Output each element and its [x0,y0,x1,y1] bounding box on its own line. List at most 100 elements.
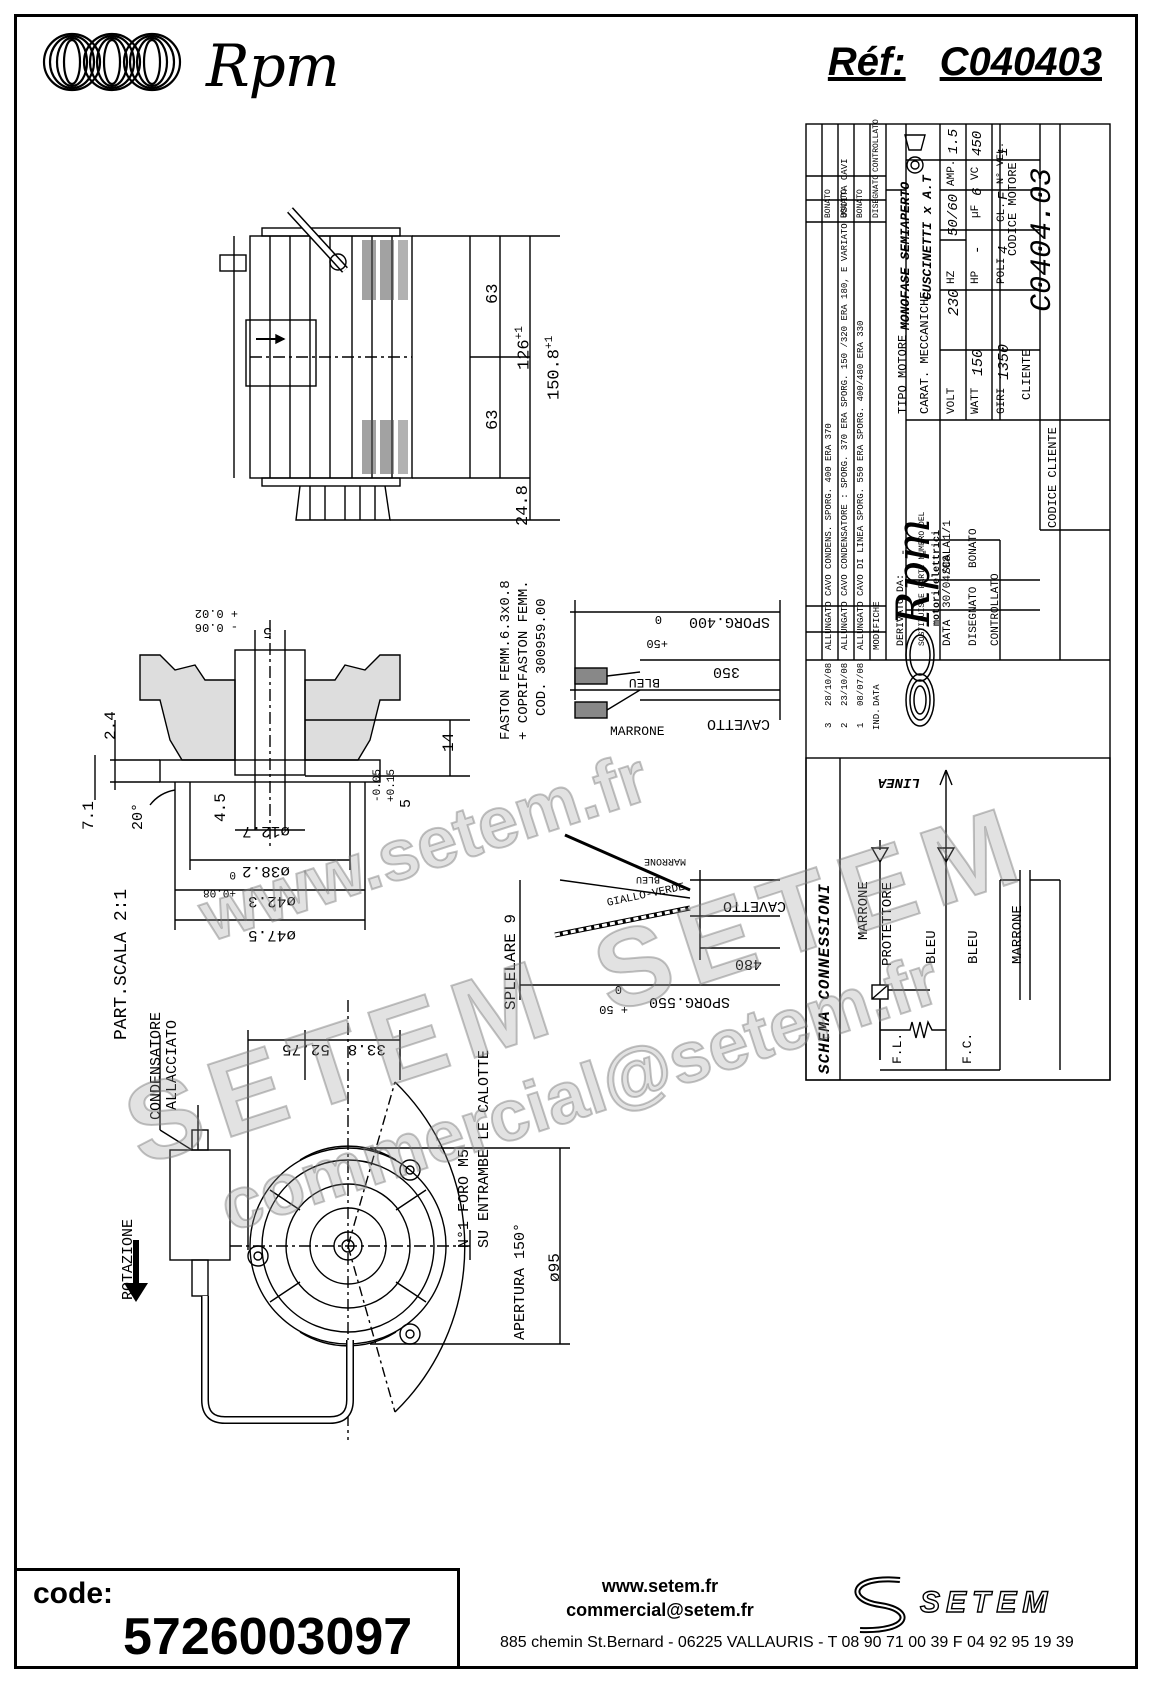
footer-contact: www.setem.fr commercial@setem.fr [560,1574,760,1622]
cable-1 [570,600,781,720]
cable1-tol-a: 0 [654,612,662,626]
title-block-frame [805,123,1111,1081]
ref-value: C040403 [939,40,1102,84]
dim-126-value: 126 [515,339,535,370]
faston-line-1: FASTON FEMM.6.3x0.8 [498,580,514,740]
drawing-frame [14,14,1138,1669]
code-label: code: [33,1577,114,1610]
foro-label: N°1 FORO M5 [456,1148,473,1248]
cable2-marrone: MARRONE [643,855,686,866]
dim-150-value: 150.8 [545,348,565,400]
cliente-label: CLIENTE [1020,349,1034,400]
dim-5-tol: -0.05 [372,768,384,802]
rev-2-by: BONATO [840,189,849,218]
dim-38-2-tol0: 0 [229,868,236,880]
faston-line-2: + COPRIFASTON FEMM. [516,580,532,740]
rev-header-disegnato: DISEGNATO [872,174,881,218]
rev-1-ind: 1 [856,722,866,728]
codice-motore-value: C0404.03 [1026,167,1060,312]
rev-1-desc: ALLUNGATO CAVO DI LINEA SPORG. 550 ERA S… [856,320,866,650]
dim-63-top: 63 [484,283,503,304]
dim-38-2: ø38.2 [241,862,290,880]
footer-web-link[interactable]: www.setem.fr [601,1576,719,1596]
spec-volt-label: VOLT [946,387,958,414]
schema-wire-marrone: MARRONE [856,881,872,940]
schema-wire-bleu-2: BLEU [966,930,982,964]
spec-giri-label: GIRI [996,387,1008,414]
footer-address: 885 chemin St.Bernard - 06225 VALLAURIS … [500,1634,1074,1651]
dim-12-7: ø12.7 [241,822,290,840]
shaft-section [94,620,470,930]
dim-angle: 20° [130,802,147,830]
spec-hz-value: 50/60 [946,193,962,236]
cable2-cavetto: CAVETTO [722,897,786,914]
spec-vc-label: VC [970,166,982,180]
rev-header-ind: IND. [872,708,882,730]
codice-motore-label: CODICE MOTORE [1006,162,1020,256]
dim-63-bottom: 63 [484,409,503,430]
code-box: code: 5726003097 [17,1568,460,1666]
dim-52-75: 52.75 [281,1040,330,1058]
spec-hp-value: - [970,245,986,254]
rev-1-date: 08/07/08 [856,662,866,706]
faston-line-3: COD. 300959.00 [534,598,550,716]
cable1-length: 350 [712,663,740,680]
scala-label: SCALA [942,540,954,574]
cable1-tol-b: +50 [646,636,668,650]
cable2-tol-b: + 50 [599,1002,628,1016]
cable1-bleu: BLEU [628,675,660,690]
rev-3-desc: ALLUNGATO CAVO CONDENS. SPORG. 400 ERA 3… [824,423,834,650]
disegnato-value: BONATO [968,528,980,568]
rev-1-by: BONATO [824,189,833,218]
schema-frame [805,757,1111,1081]
footer-email-link[interactable]: commercial@setem.fr [566,1600,754,1620]
schema-wire-protettore: PROTETTORE [880,881,896,966]
title-block-projection-symbol [904,134,926,174]
cable-2 [519,833,780,1000]
cable1-cavetto: CAVETTO [706,715,770,732]
spec-hp-label: HP [970,270,982,284]
rev-header-data: DATA [872,684,882,706]
rev-2-desc: ALLUNGATO CAVO CONDENSATORE : SPORG. 370… [840,158,850,650]
dim-24-8: 24.8 [514,485,533,526]
rev-3-by: BONATO [856,189,865,218]
ref-label: Réf: [827,40,906,84]
spec-vc-value: 450 [970,130,986,156]
rev-header-modifiche: MODIFICHE [872,601,882,650]
motor-front-view [159,1000,570,1440]
dim-126-tol: +1 [514,326,526,340]
rev-2-ind: 2 [840,722,850,728]
cable1-sporg: SPORG.400 [688,613,770,630]
apertura-label: APERTURA 150° [512,1222,529,1340]
header-brand: Rpm [206,32,340,100]
dim-4-5: 4.5 [212,793,230,822]
dim-150-tol: +1 [544,335,556,349]
title-block-logo [905,628,935,727]
dim-47-5: ø47.5 [247,926,296,944]
cable2-tol-a: 0 [614,982,622,996]
dim-2-4: 2.4 [102,711,120,740]
code-value: 5726003097 [123,1608,413,1666]
dim-7-1: 7.1 [80,801,98,830]
spec-uf-label: µF [970,204,982,218]
spec-poli-label: POLI [996,257,1008,284]
schema-title: SCHEMA CONNESSIONI [816,883,834,1074]
foro-label-2: SU ENTRAMBE LE CALOTTE [476,1049,493,1248]
controllato-label: CONTROLLATO [990,573,1002,646]
dim-33-8: 33.8 [347,1040,386,1058]
carat-label: CARAT. MECCANICHE [918,291,932,414]
rotazione-label: ROTAZIONE [120,1218,137,1300]
setem-logo: SETEM [919,1585,1054,1619]
schema-fc: F.C. [960,1032,975,1064]
part-scala-label: PART.SCALA 2:1 [112,888,132,1040]
codice-cliente-label: CODICE CLIENTE [1046,427,1060,528]
motor-side-view [219,207,560,521]
reference-number: Réf: C040403 [828,40,1102,85]
spec-uf-value: 6 [970,187,986,196]
winding-hatch [362,240,408,474]
scala-value: 1/1 [942,520,954,540]
spec-amp-value: 1.5 [946,128,962,154]
spec-nvel-value: 1 [996,147,1012,156]
spec-amp-label: AMP. [946,159,958,186]
rev-3-date: 28/10/08 [824,662,834,706]
